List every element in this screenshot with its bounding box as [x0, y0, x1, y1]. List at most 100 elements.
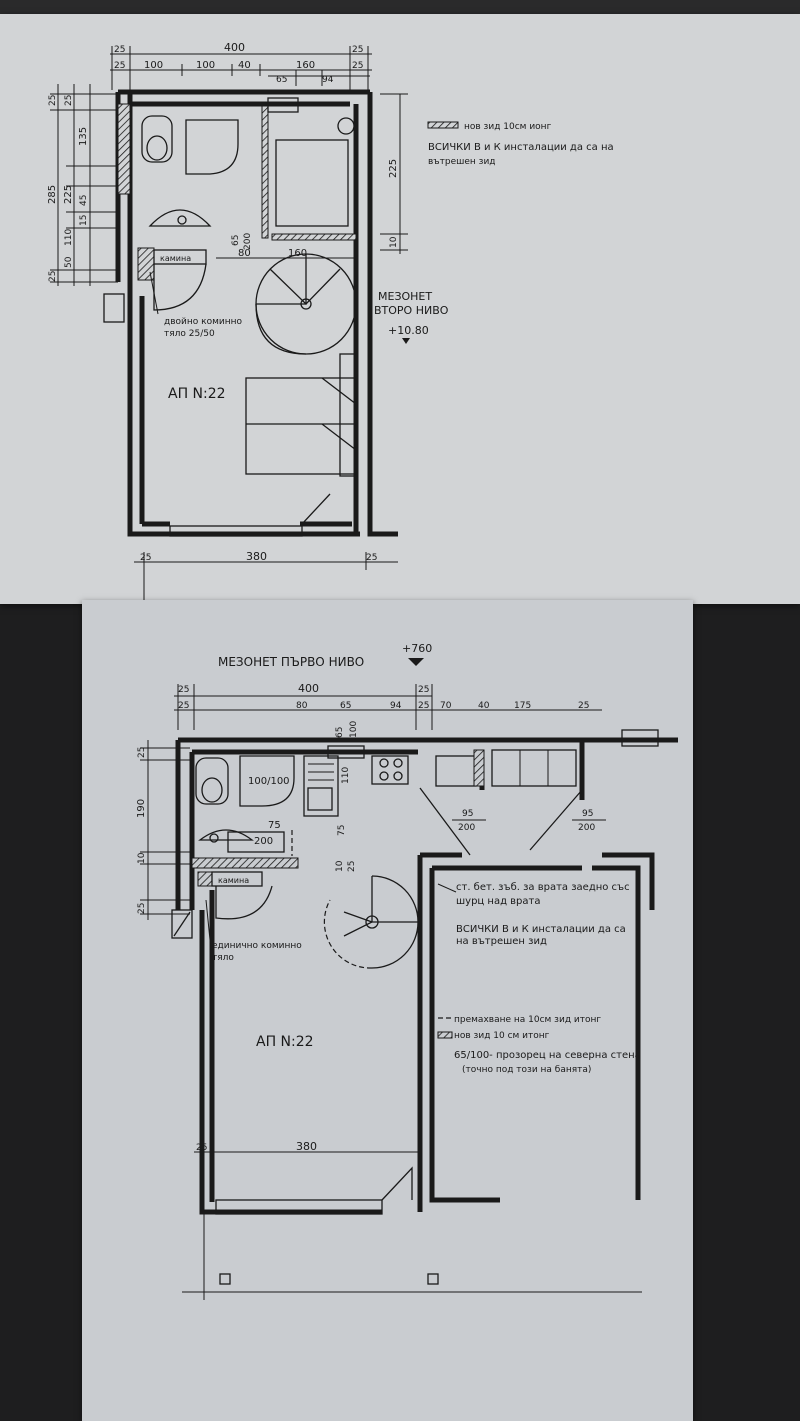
lower-note-installations-line2: на вътрешен зид [456, 936, 547, 947]
lower-walls [171, 737, 678, 1215]
lower-dim-small-3: 110 [341, 767, 351, 784]
lower-top-dimension-chain: 25 400 25 25 80 65 94 25 70 40 175 25 [174, 682, 602, 730]
lower-note-new-wall: нов зид 10 см итонг [454, 1031, 550, 1041]
lower-dim-top-1: 25 [178, 685, 189, 695]
upper-floor-plan: 25 400 25 25 100 100 40 160 25 65 94 25 … [47, 41, 614, 604]
upper-dim-left-3: 135 [78, 127, 89, 146]
lower-window-bottom [215, 1199, 383, 1215]
lower-dim-top-8: 25 [418, 701, 429, 711]
background-strip [0, 0, 800, 16]
lower-window-right [621, 729, 659, 747]
lower-note-window-line1: 65/100- прозорец на северна стена [454, 1050, 641, 1061]
lower-dim-left-3: 10 [137, 852, 147, 864]
upper-dim-right-1: 225 [388, 159, 399, 178]
lower-chimney-body-line1: единично коминно [212, 941, 302, 951]
upper-dim-top-4: 25 [114, 61, 125, 71]
plan-sheet-upper-level: 25 400 25 25 100 100 40 160 25 65 94 25 … [0, 14, 800, 604]
upper-dim-bottom-3: 25 [366, 553, 377, 563]
lower-chimney: камина единично коминно тяло [197, 871, 302, 963]
lower-bath-label: 100/100 [248, 776, 290, 787]
lower-elevation: +760 [402, 642, 432, 655]
upper-dim-bottom-1: 25 [140, 553, 151, 563]
lower-kitchen-sink [303, 755, 339, 817]
upper-dim-bottom-2: 380 [246, 550, 267, 563]
lower-dim-left-2: 190 [136, 799, 147, 818]
lower-note-window-line2: (точно под този на банята) [462, 1065, 591, 1075]
upper-dim-int-1: 80 [238, 248, 251, 259]
upper-dim-top-total: 400 [224, 41, 245, 54]
lower-fixtures: 100/100 [195, 749, 577, 853]
lower-dim-bottom-1: 25 [196, 1143, 207, 1153]
upper-dim-left-10: 25 [48, 271, 58, 282]
upper-dim-left-4: 285 [47, 185, 58, 204]
upper-dim-left-5: 225 [63, 185, 74, 204]
upper-title-line1: МЕЗОНЕТ [378, 290, 432, 303]
upper-dim-top-6: 100 [196, 60, 215, 71]
lower-sink-dim-h: 200 [254, 836, 273, 847]
upper-dim-top-7: 40 [238, 60, 251, 71]
lower-doors: 95 200 95 200 [381, 787, 606, 1201]
lower-door1-h: 200 [458, 823, 475, 833]
lower-note-removal: премахване на 10см зид итонг [454, 1015, 601, 1025]
upper-right-dimension-chain: 225 10 [380, 93, 408, 254]
upper-toilet [141, 115, 173, 163]
upper-sink [148, 209, 212, 227]
upper-walls [103, 89, 398, 537]
lower-dim-top-9: 70 [440, 701, 452, 711]
lower-dim-top-11: 175 [514, 701, 531, 711]
lower-dim-small-4: 75 [337, 825, 347, 836]
upper-window-top [267, 97, 299, 113]
lower-door2-w: 95 [582, 809, 593, 819]
upper-bed [245, 353, 357, 477]
upper-top-dimension-chain: 25 400 25 25 100 100 40 160 25 65 94 [110, 41, 372, 90]
lower-dim-top-10: 40 [478, 701, 490, 711]
upper-dim-top-3: 25 [352, 45, 363, 55]
lower-dim-top-7: 94 [390, 701, 402, 711]
lower-dim-top-6: 65 [340, 701, 351, 711]
lower-dim-left-1: 25 [137, 747, 147, 758]
upper-dim-int-4: 200 [243, 233, 253, 250]
lower-note-lintel-line1: ст. бет. зъб. за врата заедно със [456, 882, 630, 893]
lower-dim-top-total: 400 [298, 682, 319, 695]
lower-shower [239, 755, 295, 807]
upper-spiral-stair [255, 253, 357, 355]
upper-label-kamina: камина [160, 254, 191, 263]
lower-dim-small-5: 10 [335, 860, 345, 872]
lower-spiral-stair [323, 875, 419, 969]
lower-dim-top-4: 25 [178, 701, 189, 711]
lower-dim-small-2: 100 [349, 721, 359, 738]
lower-elevation-marker [408, 658, 424, 666]
lower-door1-w: 95 [462, 809, 473, 819]
upper-dim-int-2: 160 [288, 248, 307, 259]
upper-note-installations-line2: вътрешен зид [428, 157, 496, 167]
lower-label-kamina: камина [218, 876, 249, 885]
lower-title: МЕЗОНЕТ ПЪРВО НИВО [218, 655, 364, 669]
upper-dim-top-1: 25 [114, 45, 125, 55]
lower-window-top [327, 745, 365, 759]
upper-bathroom-fixtures [141, 115, 355, 227]
upper-chimney-body-line2: тяло 25/50 [164, 329, 215, 339]
lower-door2-h: 200 [578, 823, 595, 833]
upper-dim-top-9: 25 [352, 61, 363, 71]
upper-dim-left-1: 25 [48, 95, 58, 106]
upper-dim-left-2: 25 [64, 95, 74, 106]
lower-dim-top-12: 25 [578, 701, 589, 711]
upper-dim-top-10: 65 [276, 75, 287, 85]
upper-dim-right-2: 10 [389, 236, 399, 248]
lower-interior-dims: 65 100 110 75 200 75 10 25 [254, 721, 359, 872]
lower-cooktop [371, 755, 409, 785]
lower-toilet [195, 757, 229, 805]
upper-dim-left-9: 50 [64, 256, 74, 268]
upper-interior-dims: 80 160 65 200 [216, 233, 356, 259]
lower-floor-plan: МЕЗОНЕТ ПЪРВО НИВО +760 25 400 25 25 80 … [136, 642, 678, 1300]
lower-apartment-label: АП N:22 [256, 1034, 314, 1050]
lower-notes: ст. бет. зъб. за врата заедно със шурц н… [437, 882, 641, 1075]
upper-dim-top-5: 100 [144, 60, 163, 71]
upper-elevation-marker [402, 338, 410, 344]
lower-dim-bottom-2: 380 [296, 1140, 317, 1153]
lower-dim-left-4: 25 [137, 903, 147, 914]
upper-door-swing [301, 493, 331, 525]
upper-bathtub [275, 139, 349, 227]
upper-note-new-wall: нов зид 10см ионг [464, 122, 552, 132]
lower-dim-small-6: 25 [347, 861, 357, 872]
